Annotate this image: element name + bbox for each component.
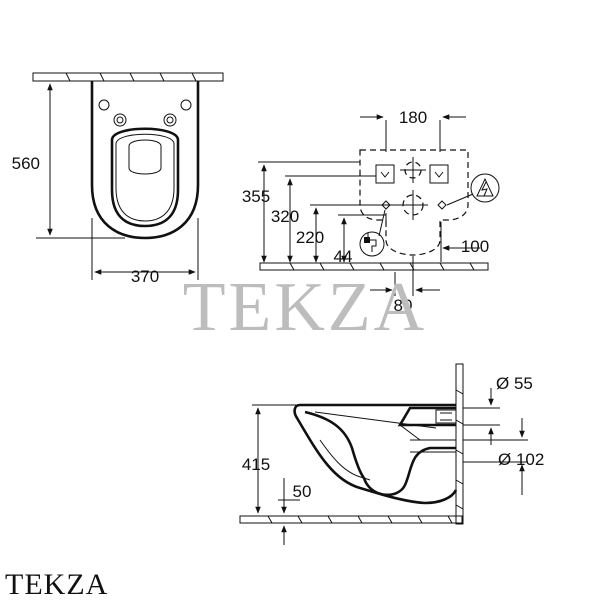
wall-side [455, 363, 464, 525]
waste-outlet [410, 439, 457, 453]
watermark: TEKZA [183, 269, 427, 346]
top-view: 560 370 [12, 72, 224, 286]
water-inlet-marker [381, 200, 391, 210]
connection-view: 180 355 320 220 44 100 80 [242, 108, 500, 315]
dim-label-370: 370 [131, 267, 159, 286]
fix-square-right [429, 164, 449, 184]
dim-label-80: 80 [394, 296, 413, 315]
electric-warning-icon [470, 173, 500, 203]
electric-marker [437, 200, 447, 210]
brand-logo: TEKZA [5, 568, 108, 600]
dim-label-415: 415 [242, 455, 270, 474]
water-tap-icon [359, 231, 385, 257]
dim-label-100: 100 [461, 237, 489, 256]
fix-square-left [375, 164, 395, 184]
floor-side [239, 515, 463, 524]
mount-hole-right [180, 99, 192, 111]
dim-label-180: 180 [399, 108, 427, 127]
bowl-outline-front [359, 149, 469, 256]
flush-inlet [397, 406, 456, 427]
dim-label-355: 355 [242, 187, 270, 206]
side-view: 415 50 Ø 55 Ø 102 [239, 363, 544, 545]
bowl-outline-top [90, 81, 200, 240]
fixing-hole-left [113, 113, 127, 127]
flush-opening [128, 139, 162, 175]
floor-strip [259, 262, 489, 271]
dim-label-d102: Ø 102 [498, 450, 544, 469]
mount-hole-left [98, 99, 110, 111]
dim-label-44: 44 [334, 247, 353, 266]
dim-label-220: 220 [296, 228, 324, 247]
bowl-inner-top [110, 127, 180, 228]
fixing-hole-right [163, 113, 177, 127]
trap-profile [362, 446, 456, 497]
dim-label-320: 320 [271, 207, 299, 226]
wall-strip-top [32, 72, 224, 82]
dim-label-560: 560 [12, 154, 40, 173]
dim-label-50: 50 [293, 482, 312, 501]
dim-label-d55: Ø 55 [496, 374, 533, 393]
bowl-profile-outer [293, 403, 458, 505]
